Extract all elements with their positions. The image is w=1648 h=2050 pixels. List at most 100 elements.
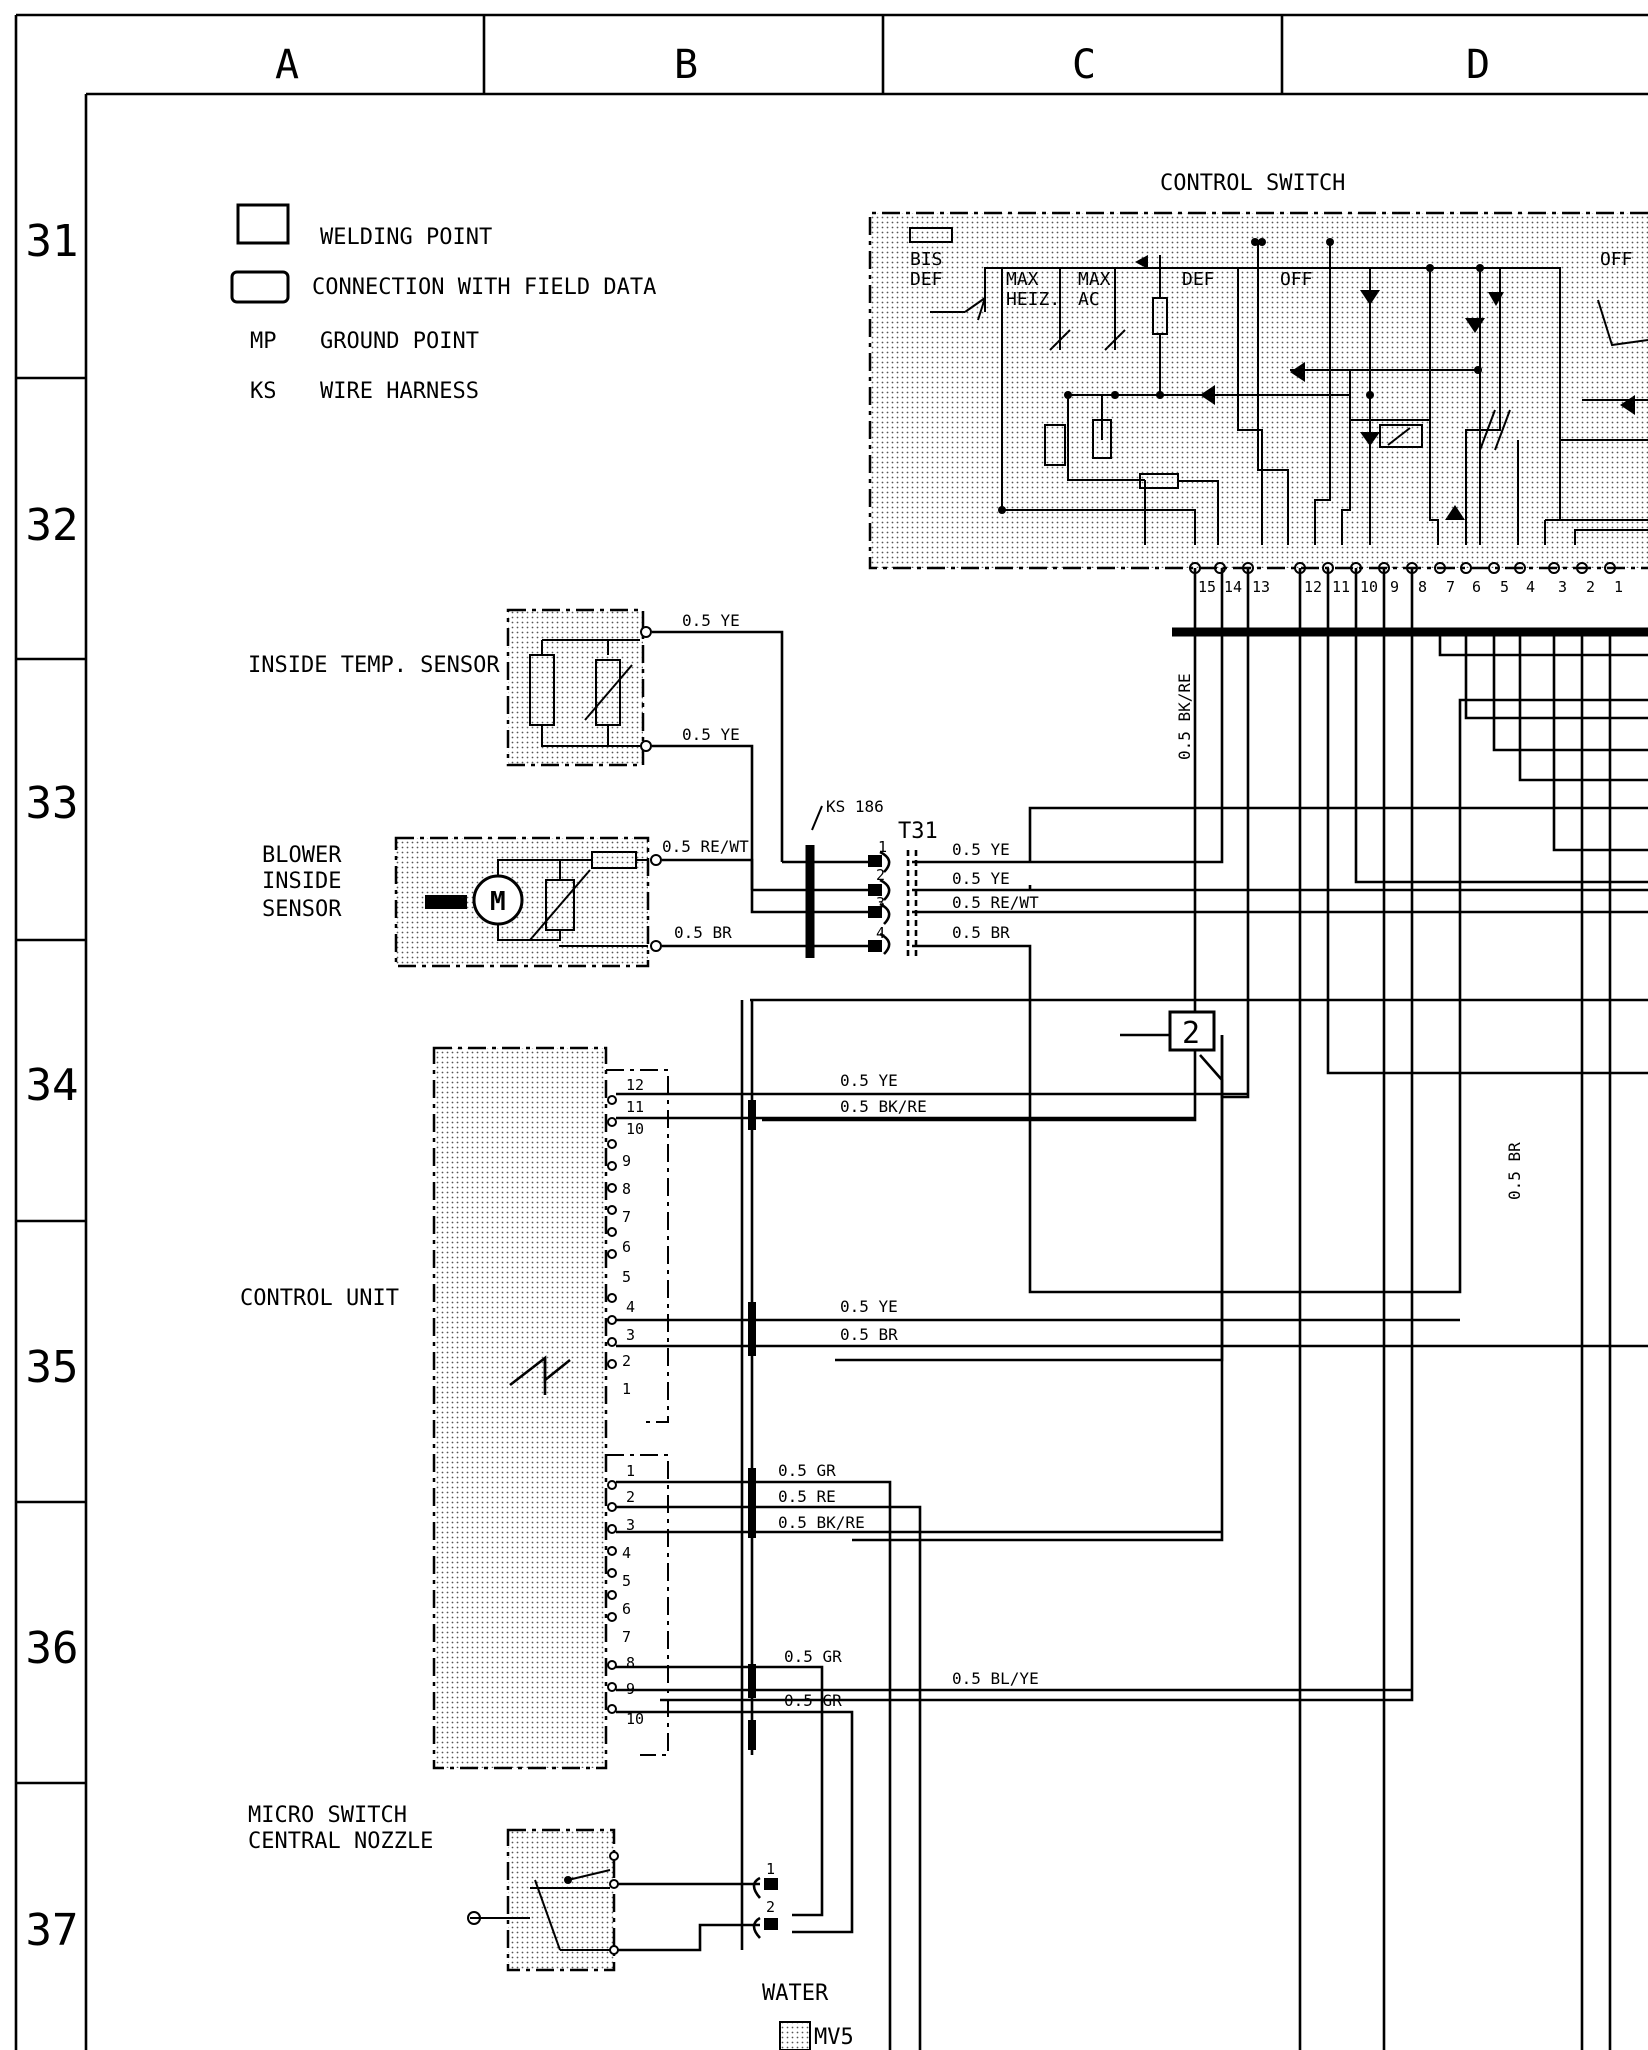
cs-pin-12: 12 (1304, 578, 1322, 596)
inside-temp-sensor (506, 608, 652, 767)
legend-ground-point: GROUND POINT (320, 329, 479, 354)
wire-label-cu-3: 0.5 BR (840, 1325, 898, 1344)
cu-pin-b5: 5 (622, 1572, 631, 1590)
row-label-32: 32 (26, 500, 79, 551)
switch-label-ac: AC (1078, 289, 1100, 310)
column-label-c: C (1072, 42, 1096, 88)
wire-label-cu-4: 0.5 YE (840, 1297, 898, 1316)
water-valve (779, 2021, 811, 2050)
micro-switch-central-nozzle (467, 1828, 619, 1972)
column-label-b: B (674, 42, 698, 88)
row-label-31: 31 (26, 216, 79, 267)
switch-label-def: DEF (910, 269, 943, 290)
cu-pin-b7: 7 (622, 1628, 631, 1646)
control-switch-title: CONTROL SWITCH (1160, 171, 1345, 196)
wire-label-vertical-br: 0.5 BR (1505, 1142, 1524, 1200)
wire-label-t31-3: 0.5 RE/WT (952, 893, 1039, 912)
cs-pin-14: 14 (1224, 578, 1242, 596)
cs-pin-2: 2 (1586, 578, 1595, 596)
cu-pin-5: 5 (622, 1268, 631, 1286)
cs-pin-7: 7 (1446, 578, 1455, 596)
cu-pin-7: 7 (622, 1208, 631, 1226)
wire-label-t31-4: 0.5 BR (952, 923, 1010, 942)
cs-pin-6: 6 (1472, 578, 1481, 596)
row-label-33: 33 (26, 778, 79, 829)
row-label-37: 37 (26, 1905, 79, 1956)
blower-motor-symbol: M (490, 887, 506, 917)
micro-switch-pin-2: 2 (766, 1898, 775, 1916)
legend-ks-symbol: KS (250, 379, 277, 404)
row-label-34: 34 (26, 1060, 79, 1111)
connector-micro-switch: 1 2 (752, 1860, 778, 1939)
column-label-d: D (1466, 42, 1490, 88)
cu-pin-b4: 4 (622, 1544, 631, 1562)
wire-label-cu-12: 0.5 YE (840, 1071, 898, 1090)
cu-pin-b6: 6 (622, 1600, 631, 1618)
t31-pin-3: 3 (876, 894, 885, 912)
cs-pin-1: 1 (1614, 578, 1623, 596)
cs-pin-15: 15 (1198, 578, 1216, 596)
cs-pin-10: 10 (1360, 578, 1378, 596)
cs-pin-9: 9 (1390, 578, 1399, 596)
cu-pin-2: 2 (622, 1352, 631, 1370)
control-unit: 12 11 10 9 8 7 6 5 4 3 2 1 1 2 3 4 5 6 7… (432, 1046, 669, 1770)
cu-pin-6: 6 (622, 1238, 631, 1256)
cu-pin-b8: 8 (626, 1654, 635, 1672)
micro-switch-title-2: CENTRAL NOZZLE (248, 1829, 433, 1854)
switch-label-off: OFF (1280, 269, 1313, 290)
cu-pin-9: 9 (622, 1152, 631, 1170)
cs-pin-8: 8 (1418, 578, 1427, 596)
control-unit-title: CONTROL UNIT (240, 1286, 399, 1311)
control-switch: BIS DEF MAX HEIZ. MAX AC DEF OFF OFF (868, 211, 1648, 596)
field-connection-symbol (230, 270, 290, 304)
connector-label-t31: T31 (898, 819, 938, 844)
wire-label-cu-b9: 0.5 BL/YE (952, 1669, 1039, 1688)
wire-label-t31-2: 0.5 YE (952, 869, 1010, 888)
drawing-frame (14, 13, 1648, 2050)
row-label-35: 35 (26, 1342, 79, 1393)
cu-pin-b1: 1 (626, 1462, 635, 1480)
switch-label-bis: BIS (910, 249, 943, 270)
connector-t31: 1 2 3 4 (810, 838, 918, 958)
cs-pin-11: 11 (1332, 578, 1350, 596)
wire-label-sensor-top: 0.5 YE (682, 611, 740, 630)
cu-pin-3: 3 (626, 1326, 635, 1344)
cu-pin-8: 8 (622, 1180, 631, 1198)
cu-pin-b3: 3 (626, 1516, 635, 1534)
cs-pin-5: 5 (1500, 578, 1509, 596)
micro-switch-title-1: MICRO SWITCH (248, 1803, 407, 1828)
column-label-a: A (275, 42, 299, 88)
cs-pin-4: 4 (1526, 578, 1535, 596)
wire-label-cu-b3: 0.5 BK/RE (778, 1513, 865, 1532)
row-label-36: 36 (26, 1623, 79, 1674)
blower-title-3: SENSOR (262, 897, 342, 922)
switch-label-def2: DEF (1182, 269, 1215, 290)
inside-temp-sensor-title: INSIDE TEMP. SENSOR (248, 653, 500, 678)
blower-title-1: BLOWER (262, 843, 342, 868)
micro-switch-pin-1: 1 (766, 1860, 775, 1878)
legend-field-connection: CONNECTION WITH FIELD DATA (312, 275, 656, 300)
cu-pin-11: 11 (626, 1098, 644, 1116)
water-title: WATER (762, 1981, 829, 2006)
legend: WELDING POINT CONNECTION WITH FIELD DATA… (230, 203, 656, 404)
wire-label-vertical-bkre: 0.5 BK/RE (1175, 673, 1194, 760)
switch-label-max2: MAX (1078, 269, 1111, 290)
wire-label-cu-11: 0.5 BK/RE (840, 1097, 927, 1116)
cu-pin-b2: 2 (626, 1488, 635, 1506)
blower-inside-sensor: M (394, 836, 662, 968)
wire-label-blower-bottom: 0.5 BR (674, 923, 732, 942)
wire-label-cu-b1: 0.5 GR (778, 1461, 836, 1480)
legend-wire-harness: WIRE HARNESS (320, 379, 479, 404)
wire-label-sensor-bottom: 0.5 YE (682, 725, 740, 744)
harness-label: KS 186 (826, 797, 884, 816)
blower-title-2: INSIDE (262, 869, 341, 894)
welding-point-2 (1168, 1010, 1216, 1052)
wire-label-t31-1: 0.5 YE (952, 840, 1010, 859)
welding-point-symbol (236, 203, 290, 245)
cu-pin-12: 12 (626, 1076, 644, 1094)
wire-label-cu-b10: 0.5 GR (784, 1691, 842, 1710)
wire-label-blower-top: 0.5 RE/WT (662, 837, 749, 856)
legend-mp-symbol: MP (250, 329, 277, 354)
legend-welding-point: WELDING POINT (320, 225, 492, 250)
